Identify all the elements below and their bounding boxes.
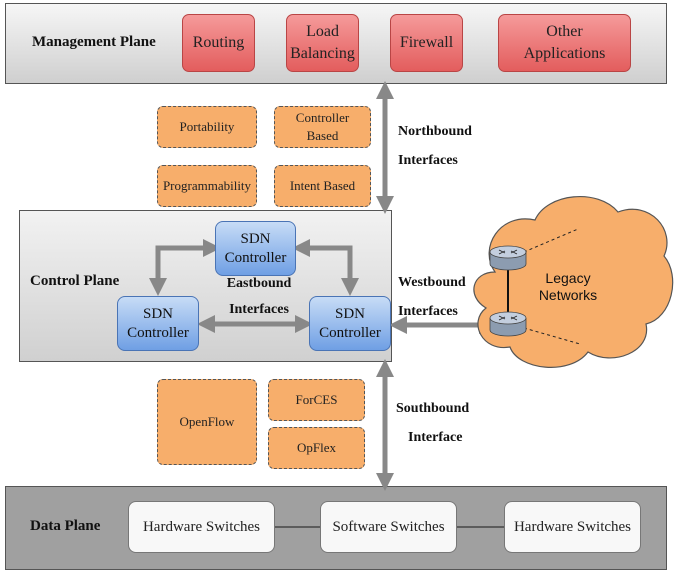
- sdn-controller-top-line2: Controller: [224, 249, 287, 266]
- eastbound-arrow-right: [292, 239, 359, 296]
- southbound-label-line1: Southbound: [396, 401, 470, 416]
- southbound-interface-label: Southbound Interface: [396, 394, 469, 452]
- sdn-controller-right-line1: SDN: [334, 305, 365, 322]
- legacy-label-line1: Legacy: [545, 270, 591, 286]
- eastbound-interfaces-label: Eastbound Interfaces: [216, 271, 302, 323]
- software-switches-label: Software Switches: [332, 518, 445, 535]
- other-applications-label-line1: Other: [546, 23, 583, 40]
- opflex-protocol: OpFlex: [268, 427, 365, 469]
- southbound-label-line2: Interface: [408, 430, 463, 445]
- hardware-switches-left-label: Hardware Switches: [142, 518, 261, 535]
- sdn-controller-left-line2: Controller: [127, 324, 189, 341]
- openflow-protocol: OpenFlow: [157, 379, 257, 465]
- hardware-switches-left: Hardware Switches: [128, 501, 275, 553]
- eastbound-label-line1: Eastbound: [226, 276, 292, 291]
- westbound-interfaces-label: Westbound Interfaces: [398, 268, 466, 326]
- programmability-label: Programmability: [162, 178, 252, 193]
- routing-app: Routing: [182, 14, 255, 72]
- hardware-switches-right-label: Hardware Switches: [513, 518, 632, 535]
- load-balancing-app: Load Balancing: [286, 14, 359, 72]
- firewall-label: Firewall: [399, 34, 454, 51]
- software-switches: Software Switches: [320, 501, 457, 553]
- management-plane-label: Management Plane: [32, 34, 156, 50]
- eastbound-label-line2: Interfaces: [229, 302, 289, 317]
- hardware-switches-right: Hardware Switches: [504, 501, 641, 553]
- load-balancing-label-line2: Balancing: [290, 45, 355, 62]
- intent-based-protocol: Intent Based: [274, 165, 371, 207]
- load-balancing-label-line1: Load: [306, 23, 339, 40]
- sdn-controller-top-line1: SDN: [240, 230, 271, 247]
- eastbound-arrow-left: [149, 239, 221, 296]
- controller-based-label-line1: Controller: [295, 110, 350, 125]
- legacy-networks-label: Legacy Networks: [528, 270, 608, 304]
- dashed-link: [523, 327, 581, 345]
- opflex-label: OpFlex: [297, 440, 336, 455]
- other-applications-label-line2: Applications: [523, 45, 606, 62]
- portability-protocol: Portability: [157, 106, 257, 148]
- northbound-label-line2: Interfaces: [398, 153, 458, 168]
- forces-protocol: ForCES: [268, 379, 365, 421]
- programmability-protocol: Programmability: [157, 165, 257, 207]
- routing-label: Routing: [192, 34, 245, 51]
- intent-based-label: Intent Based: [289, 178, 356, 193]
- controller-based-protocol: Controller Based: [274, 106, 371, 148]
- northbound-label-line1: Northbound: [398, 124, 472, 139]
- sdn-controller-right: SDN Controller: [309, 296, 391, 351]
- sdn-controller-left: SDN Controller: [117, 296, 199, 351]
- sdn-controller-right-line2: Controller: [319, 324, 381, 341]
- forces-label: ForCES: [295, 392, 338, 407]
- router-icon: [489, 311, 527, 337]
- firewall-app: Firewall: [390, 14, 463, 72]
- northbound-interfaces-label: Northbound Interfaces: [398, 117, 472, 175]
- westbound-label-line1: Westbound: [398, 275, 466, 290]
- portability-label: Portability: [179, 119, 235, 134]
- controller-based-label-line2: Based: [306, 128, 339, 143]
- dashed-link: [523, 228, 579, 253]
- other-applications-app: Other Applications: [498, 14, 631, 72]
- openflow-label: OpenFlow: [179, 414, 235, 429]
- westbound-label-line2: Interfaces: [398, 304, 458, 319]
- sdn-controller-left-line1: SDN: [142, 305, 173, 322]
- data-plane-label: Data Plane: [30, 518, 101, 534]
- router-icon: [489, 245, 527, 271]
- sdn-controller-top: SDN Controller: [215, 221, 296, 276]
- legacy-label-line2: Networks: [538, 287, 598, 303]
- control-plane-label: Control Plane: [30, 273, 120, 289]
